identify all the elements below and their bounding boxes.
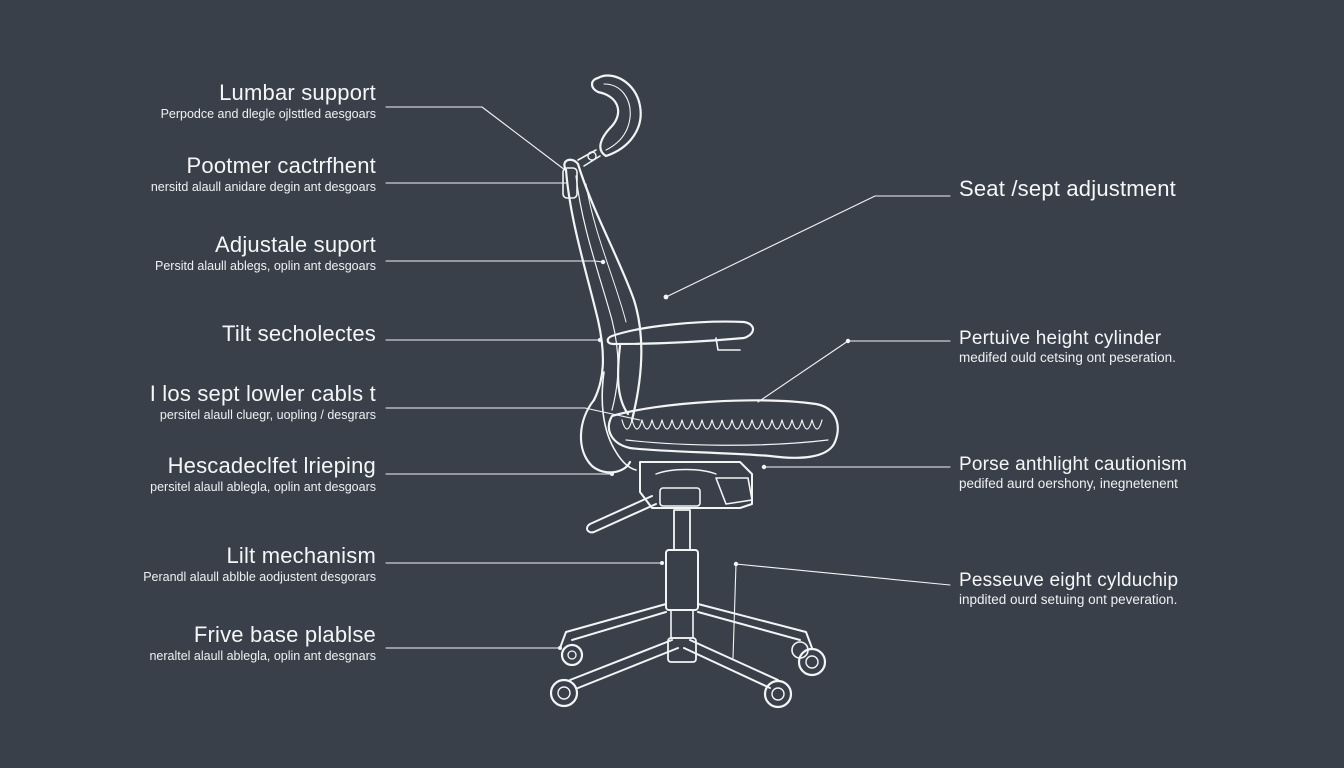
label-description: neraltel alaull ablegla, oplin ant desgn… (149, 649, 376, 663)
label-pertuive-height-cylinder: Pertuive height cylinder medifed ould ce… (959, 328, 1176, 366)
label-title: Pesseuve eight cylduchip (959, 570, 1179, 591)
label-tilt-secholectes: Tilt secholectes (222, 321, 376, 347)
label-adjustale-suport: Adjustale suport Persitd alaull ablegs, … (155, 232, 376, 274)
label-title: Lilt mechanism (226, 543, 376, 568)
label-hescadeclfet-lrieping: Hescadeclfet lrieping persitel alaull ab… (150, 453, 376, 495)
label-lilt-mechanism: Lilt mechanism Perandl alaull ablble aod… (143, 543, 376, 585)
label-title: Seat /sept adjustment (959, 176, 1176, 201)
headrest (577, 74, 642, 167)
star-base (559, 603, 813, 689)
label-description: persitel alaull ablegla, oplin ant desgo… (150, 480, 376, 494)
label-title: Pootmer cactrfhent (186, 153, 376, 178)
label-title: Pertuive height cylinder (959, 328, 1162, 349)
label-description: pedifed aurd oershony, inegnetenent (959, 476, 1178, 491)
seat (607, 399, 839, 459)
label-description: persitel alaull cluegr, uopling / desgra… (159, 408, 376, 422)
leader-dots (558, 259, 851, 650)
leader-lines-left (385, 106, 663, 649)
label-description: nersitd alaull anidare degin ant desgoar… (150, 180, 376, 194)
label-los-sept-lowler: I los sept lowler cabls t persitel alaul… (150, 381, 376, 423)
label-description: medifed ould cetsing ont peseration. (959, 350, 1176, 365)
backrest (562, 158, 643, 422)
label-description: Persitd alaull ablegs, oplin ant desgoar… (155, 259, 376, 273)
tilt-mechanism (586, 461, 753, 534)
label-description: Perpodce and dlegle ojlsttled aesgoars (160, 107, 376, 121)
armrest (606, 320, 755, 416)
casters (549, 641, 827, 709)
label-title: Tilt secholectes (222, 321, 376, 346)
label-title: Hescadeclfet lrieping (167, 453, 376, 478)
back-frame (579, 371, 637, 474)
label-title: I los sept lowler cabls t (149, 381, 376, 406)
label-pootmer-cactrfhent: Pootmer cactrfhent nersitd alaull anidar… (151, 153, 376, 195)
label-pesseuve-eight-cylduchip: Pesseuve eight cylduchip inpdited ourd s… (959, 570, 1178, 608)
label-frive-base-plablse: Frive base plablse neraltel alaull ableg… (149, 622, 376, 664)
label-title: Frive base plablse (193, 622, 376, 647)
label-description: Perandl alaull ablble aodjustent desgora… (143, 570, 376, 584)
label-title: Adjustale suport (215, 232, 376, 257)
label-title: Lumbar support (219, 80, 376, 105)
label-porse-anthlight-cautionism: Porse anthlight cautionism pedifed aurd … (959, 454, 1187, 492)
label-seat-sept-adjustment: Seat /sept adjustment (959, 176, 1176, 202)
gas-cylinder (665, 509, 699, 663)
leader-lines-right (665, 195, 951, 659)
label-lumbar-support: Lumbar support Perpodce and dlegle ojlst… (161, 80, 376, 122)
label-description: inpdited ourd setuing ont peveration. (959, 592, 1178, 607)
label-title: Porse anthlight cautionism (959, 454, 1188, 475)
